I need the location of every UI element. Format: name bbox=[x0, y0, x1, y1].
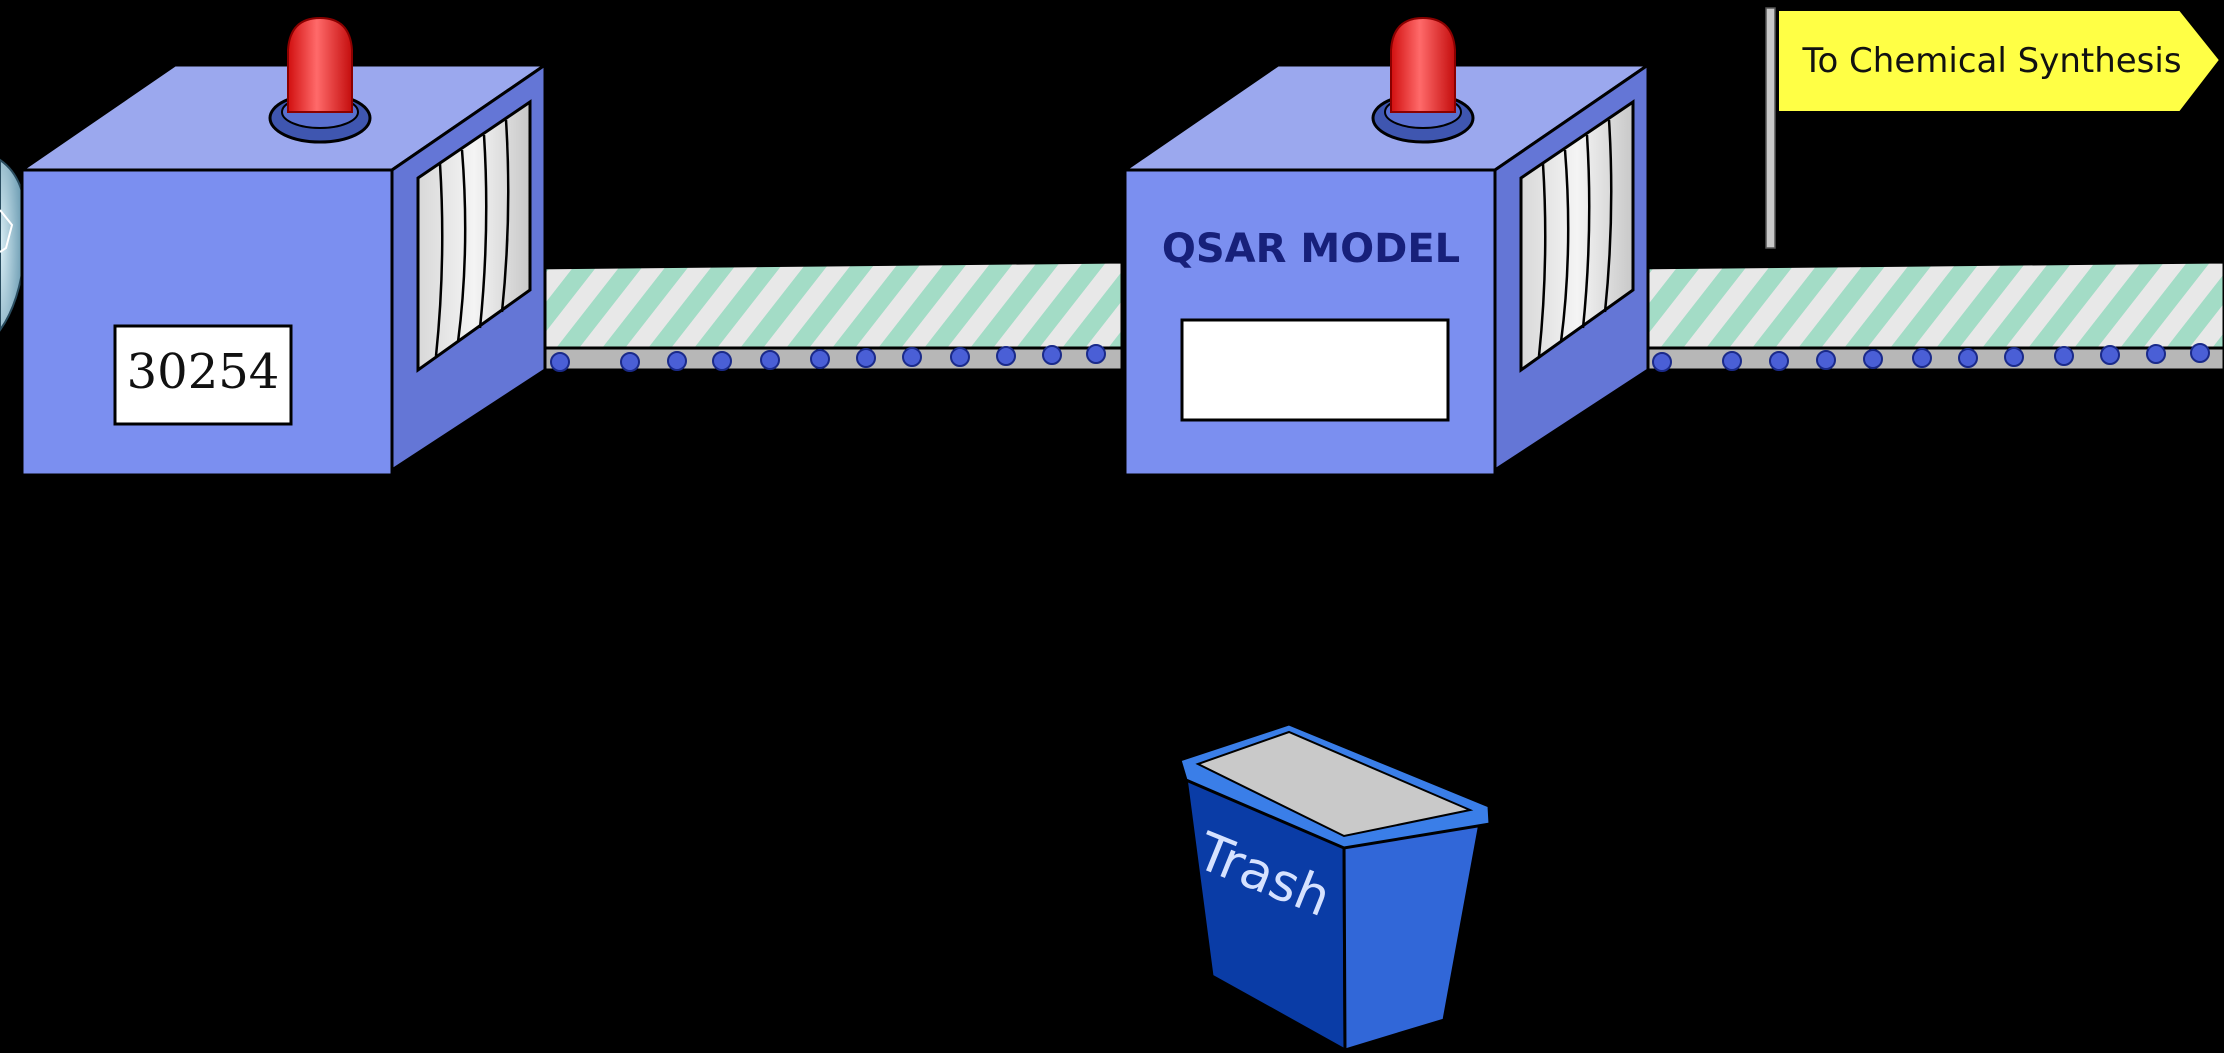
flag-banner bbox=[1777, 9, 2222, 113]
flag-pole bbox=[1765, 7, 1776, 249]
trash-lid bbox=[1195, 730, 1474, 838]
qsar-display bbox=[1180, 318, 1450, 422]
machine-2-curtain bbox=[1519, 99, 1635, 373]
machine-1-curtain bbox=[416, 99, 532, 373]
conveyor-belt-2 bbox=[1517, 260, 2224, 374]
qsar-machine-title: QSAR MODEL bbox=[1162, 226, 1460, 272]
machine-1-front bbox=[20, 168, 394, 477]
qsar-model-machine: QSAR MODEL bbox=[1120, 16, 1653, 477]
flag-label: To Chemical Synthesis bbox=[1801, 41, 2181, 81]
trash-side bbox=[1342, 810, 1484, 1053]
to-chemical-synthesis-flag[interactable]: To Chemical Synthesis bbox=[1765, 7, 2222, 249]
counter-machine: 30254 bbox=[17, 16, 550, 477]
counter-display bbox=[113, 324, 293, 426]
trash-bin[interactable]: Trash bbox=[1178, 722, 1492, 1053]
machine-1-beacon bbox=[268, 16, 372, 144]
counter-value: 30254 bbox=[127, 344, 280, 400]
machine-2-beacon bbox=[1371, 16, 1475, 144]
